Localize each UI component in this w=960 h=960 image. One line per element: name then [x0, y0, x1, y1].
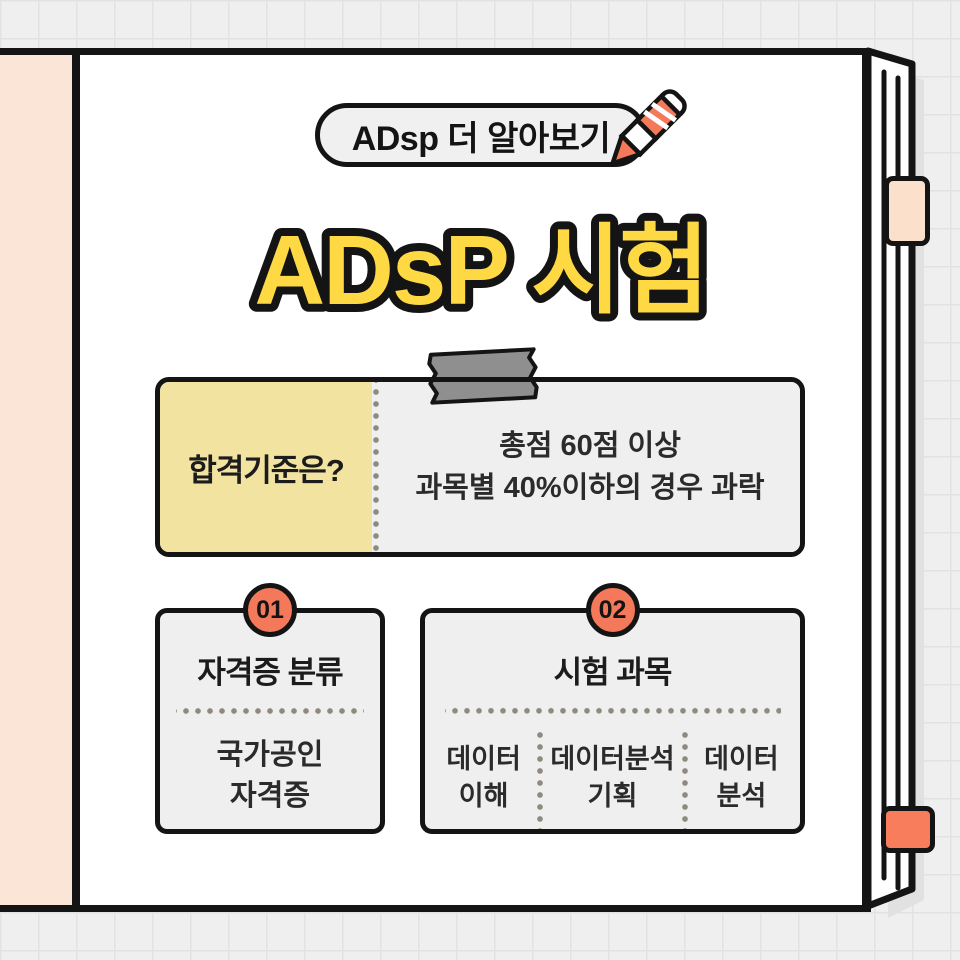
tape-decoration — [427, 347, 539, 405]
criteria-answer: 총점 60점 이상 과목별 40%이하의 경우 과락 — [380, 382, 800, 552]
dotted-divider-vertical — [681, 726, 690, 829]
card-certificate-type: 01 자격증 분류 국가공인 자격증 — [155, 583, 385, 834]
pencil-icon — [610, 89, 687, 166]
subject-line: 분석 — [716, 780, 767, 811]
card-body-line: 국가공인 — [216, 739, 324, 771]
card-number-badge: 01 — [243, 583, 297, 637]
card-body-line: 자격증 — [229, 779, 311, 812]
dotted-divider-horizontal — [444, 707, 781, 715]
criteria-answer-line: 과목별 40%이하의 경우 과락 — [415, 472, 765, 504]
subject-column: 데이터 분석 — [689, 727, 793, 829]
subject-column: 데이터분석 기획 — [544, 727, 682, 829]
subject-line: 이해 — [458, 780, 509, 811]
criteria-answer-line: 총점 60점 이상 — [499, 429, 681, 462]
main-title: ADsP 시험 — [246, 207, 717, 333]
page-edge-block — [864, 47, 916, 910]
subject-line: 기획 — [587, 780, 638, 811]
main-title-text: ADsP 시험 — [254, 215, 707, 325]
card-number: 02 — [598, 595, 627, 624]
notebook-top-border — [0, 48, 871, 55]
notebook-left-page — [0, 55, 72, 905]
subject-line: 데이터 — [446, 744, 521, 775]
card-number-badge: 02 — [585, 583, 640, 637]
subject-line: 데이터분석 — [550, 744, 675, 775]
card-title: 시험 과목 — [553, 655, 673, 690]
card-body: 국가공인 자격증 — [217, 735, 324, 816]
criteria-box: 합격기준은? 총점 60점 이상 과목별 40%이하의 경우 과락 — [155, 377, 805, 557]
notebook-bottom-border — [0, 905, 871, 912]
card-exam-subjects: 02 시험 과목 데이터 이해 데이터분석 기획 데이터 분석 — [420, 583, 805, 834]
header-badge: ADsp 더 알아보기 — [315, 103, 647, 167]
subject-line: 데이터 — [704, 744, 779, 775]
bookmark-tab-peach — [884, 176, 930, 246]
subject-column: 데이터 이해 — [432, 727, 536, 829]
dotted-divider-horizontal — [176, 707, 364, 715]
dotted-divider-vertical — [535, 726, 544, 829]
subject-columns: 데이터 이해 데이터분석 기획 데이터 분석 — [432, 726, 794, 829]
card-number: 01 — [256, 595, 284, 624]
card-title: 자격증 분류 — [197, 655, 343, 690]
tape-border-overlay — [421, 377, 549, 382]
header-badge-label: ADsp 더 알아보기 — [351, 119, 611, 158]
notebook-page-edges — [864, 47, 924, 918]
dotted-divider-vertical — [372, 382, 380, 552]
criteria-question: 합격기준은? — [160, 382, 372, 552]
bookmark-tab-coral — [881, 806, 935, 853]
notebook-spine-border — [72, 48, 80, 912]
